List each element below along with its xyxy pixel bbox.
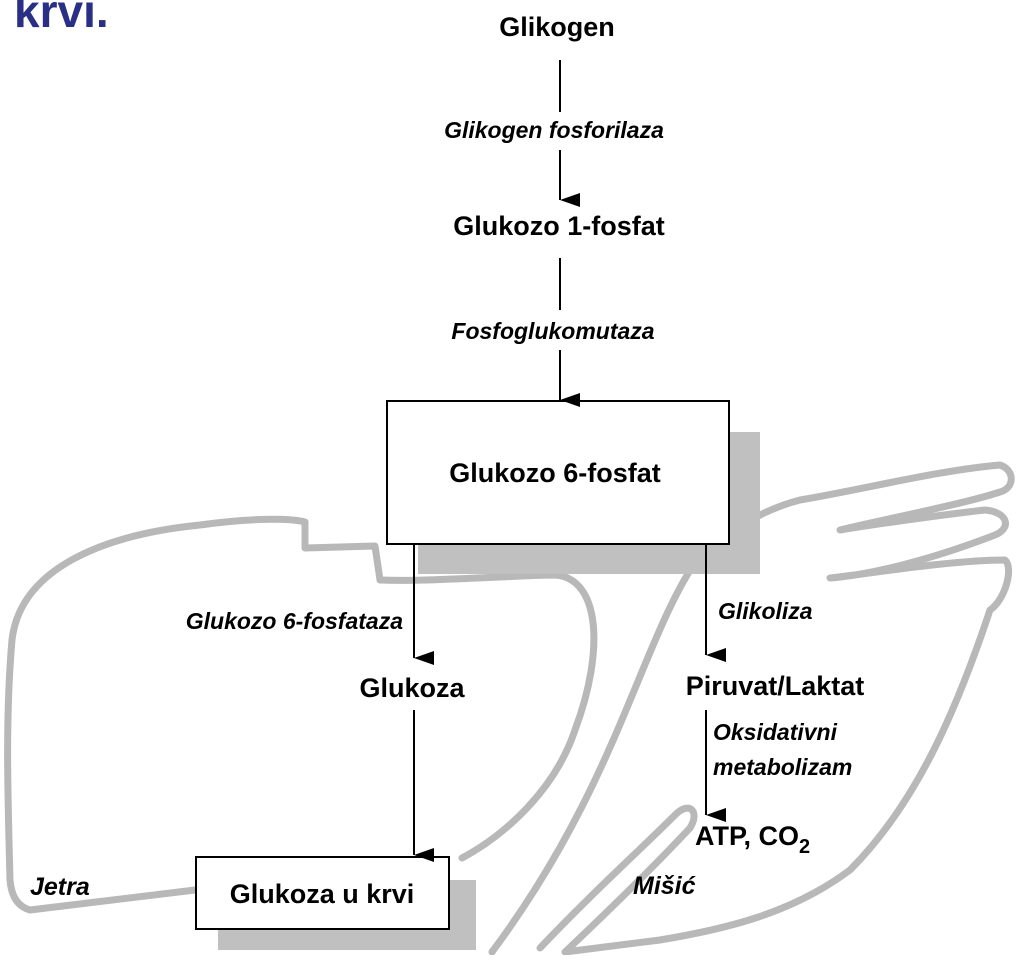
node-piruvat: Piruvat/Laktat — [686, 671, 865, 701]
heading-fragment: krvi. — [14, 0, 109, 37]
muscle-outline — [488, 461, 1015, 956]
process-metabolizam: metabolizam — [713, 754, 852, 780]
enzyme-fosfoglukomutaza: Fosfoglukomutaza — [451, 318, 654, 344]
process-oksidativni: Oksidativni — [713, 719, 838, 745]
organ-label-misic: Mišić — [633, 872, 696, 900]
krv-box — [195, 856, 450, 930]
node-g1p: Glukozo 1-fosfat — [453, 211, 665, 241]
node-g6p: Glukozo 6-fosfat — [449, 458, 661, 488]
node-atp-co2: ATP, CO2 — [695, 821, 810, 858]
organ-label-jetra: Jetra — [30, 873, 90, 901]
atp-co-text: ATP, CO — [695, 821, 799, 851]
process-glikoliza: Glikoliza — [718, 598, 813, 624]
node-glukoza-u-krvi: Glukoza u krvi — [230, 879, 415, 909]
node-glikogen: Glikogen — [499, 12, 615, 42]
enzyme-glukozo-6-fosfataza: Glukozo 6-fosfataza — [186, 608, 403, 634]
g6p-box — [386, 400, 730, 545]
liver-outline — [4, 515, 598, 914]
co2-subscript: 2 — [799, 836, 810, 858]
node-glukoza: Glukoza — [359, 673, 465, 703]
enzyme-glikogen-fosforilaza: Glikogen fosforilaza — [444, 117, 664, 143]
